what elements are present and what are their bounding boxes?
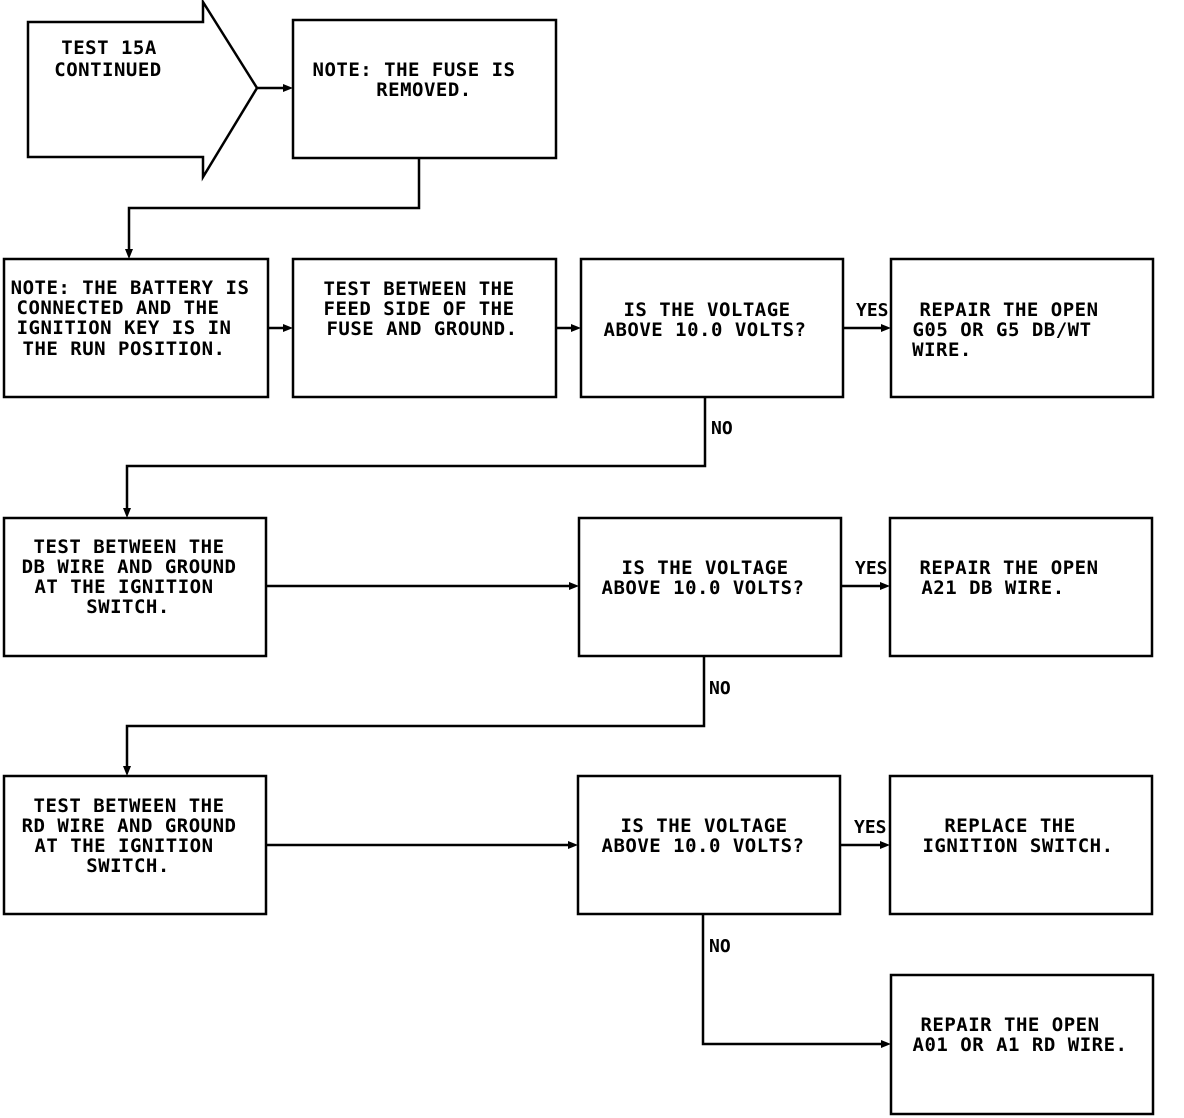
question-1-text: IS THE VOLTAGE ABOVE 10.0 VOLTS?: [604, 299, 807, 341]
no-label-1: NO: [711, 418, 733, 439]
connectors: [123, 84, 891, 1048]
yes-label-1: YES: [856, 300, 889, 321]
repair-1-box: REPAIR THE OPEN G05 OR G5 DB/WT WIRE.: [889, 257, 1155, 399]
yes-label-3: YES: [854, 817, 887, 838]
test-rd-text: TEST BETWEEN THE RD WIRE AND GROUND AT T…: [22, 795, 249, 877]
note-fuse-box: NOTE: THE FUSE IS REMOVED.: [291, 18, 558, 160]
connector-q1-no: [125, 397, 707, 509]
arrowhead: [569, 582, 579, 590]
note-battery-text: NOTE: THE BATTERY IS CONNECTED AND THE I…: [11, 277, 262, 360]
repair-3-box: REPAIR THE OPEN A01 OR A1 RD WIRE.: [889, 973, 1155, 1116]
connector-q2-no: [125, 656, 706, 767]
note-fuse-text: NOTE: THE FUSE IS REMOVED.: [313, 59, 528, 101]
repair-2-box: REPAIR THE OPEN A21 DB WIRE.: [888, 516, 1154, 658]
yes-label-2: YES: [855, 558, 888, 579]
test-feed-text: TEST BETWEEN THE FEED SIDE OF THE FUSE A…: [324, 278, 527, 340]
note-battery-box: NOTE: THE BATTERY IS CONNECTED AND THE I…: [2, 257, 270, 399]
arrowhead: [568, 841, 578, 849]
arrowhead: [880, 841, 890, 849]
start-label: TEST 15A CONTINUED: [54, 37, 168, 81]
question-3-box: IS THE VOLTAGE ABOVE 10.0 VOLTS?: [576, 774, 842, 916]
question-1-box: IS THE VOLTAGE ABOVE 10.0 VOLTS?: [579, 257, 845, 399]
arrowhead: [123, 508, 131, 518]
repair-1-text: REPAIR THE OPEN G05 OR G5 DB/WT WIRE.: [912, 299, 1110, 361]
start-arrow-shape: TEST 15A CONTINUED: [26, 0, 259, 182]
repair-3-text: REPAIR THE OPEN A01 OR A1 RD WIRE.: [913, 1014, 1128, 1056]
question-3-text: IS THE VOLTAGE ABOVE 10.0 VOLTS?: [602, 815, 805, 857]
arrowhead: [283, 324, 293, 332]
arrowhead: [881, 324, 891, 332]
question-2-box: IS THE VOLTAGE ABOVE 10.0 VOLTS?: [577, 516, 843, 658]
arrowhead: [125, 249, 133, 259]
question-2-text: IS THE VOLTAGE ABOVE 10.0 VOLTS?: [602, 557, 805, 599]
connector-q3-no: [701, 914, 884, 1046]
arrowhead: [881, 1040, 891, 1048]
arrowhead: [880, 582, 890, 590]
arrowhead: [123, 766, 131, 776]
test-db-text: TEST BETWEEN THE DB WIRE AND GROUND AT T…: [22, 536, 249, 618]
test-db-box: TEST BETWEEN THE DB WIRE AND GROUND AT T…: [2, 516, 268, 658]
test-rd-box: TEST BETWEEN THE RD WIRE AND GROUND AT T…: [2, 774, 268, 916]
replace-switch-text: REPLACE THE IGNITION SWITCH.: [922, 815, 1113, 857]
repair-2-text: REPAIR THE OPEN A21 DB WIRE.: [919, 557, 1110, 599]
connector-note-to-battery: [127, 158, 421, 250]
test-feed-box: TEST BETWEEN THE FEED SIDE OF THE FUSE A…: [291, 257, 558, 399]
arrowhead: [571, 324, 581, 332]
arrowhead: [283, 84, 293, 92]
no-label-3: NO: [709, 936, 731, 957]
no-label-2: NO: [709, 678, 731, 699]
replace-switch-box: REPLACE THE IGNITION SWITCH.: [888, 774, 1154, 916]
